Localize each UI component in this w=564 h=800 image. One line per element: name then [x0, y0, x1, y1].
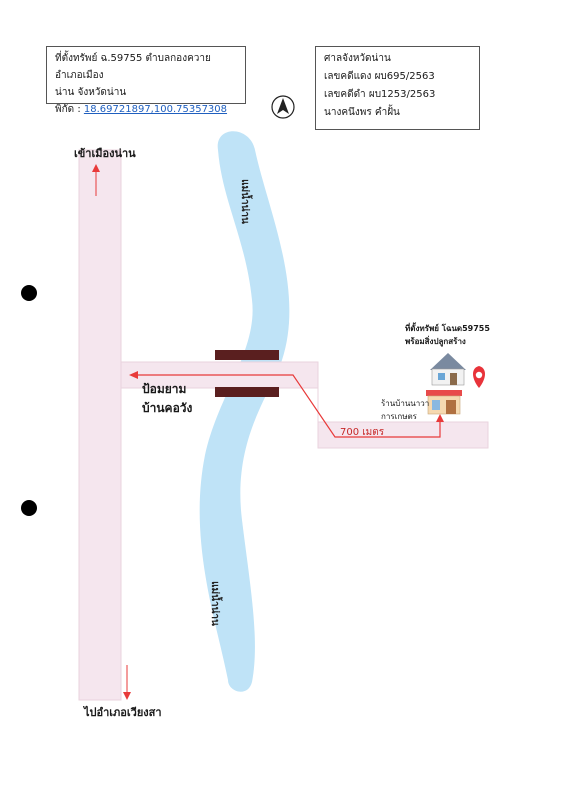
label-property: ที่ตั้งทรัพย์ โฉนด59755	[405, 324, 490, 333]
arrow-up-head	[92, 164, 100, 172]
address-line-2: น่าน จังหวัดน่าน	[55, 87, 127, 98]
coord-link[interactable]: 18.69721897,100.75357308	[83, 104, 228, 115]
house-icon	[430, 353, 466, 386]
bridge-bar-bottom	[215, 387, 279, 397]
main-road	[78, 149, 122, 701]
label-shop-1: ร้านบ้านนาวา	[381, 399, 430, 408]
label-to-wiang-sa: ไปอำเภอเวียงสา	[84, 706, 162, 719]
defendant-name: นางคนึงพร คำฝั้น	[324, 107, 400, 118]
label-distance: 700 เมตร	[340, 427, 385, 438]
property-address-box: ที่ตั้งทรัพย์ ฉ.59755 ตำบลกองควาย อำเภอเ…	[46, 46, 246, 115]
court-name: ศาลจังหวัดน่าน	[324, 53, 391, 64]
label-village: บ้านคอวัง	[142, 401, 193, 415]
label-river-bottom: แม่น้ำน่าน	[208, 581, 220, 626]
court-info-box: ศาลจังหวัดน่าน เลขคดีแดง ผบ695/2563 เลขค…	[315, 46, 480, 130]
shop-icon	[426, 390, 462, 415]
route-start-head	[436, 414, 444, 422]
label-checkpoint: ป้อมยาม	[142, 382, 187, 396]
label-river-top: แม่น้ำน่าน	[238, 179, 250, 224]
compass-needle	[277, 98, 289, 114]
label-shop-2: การเกษตร	[381, 412, 417, 421]
arrow-down-head	[123, 692, 131, 700]
black-case-number: เลขคดีดำ ผบ1253/2563	[324, 89, 436, 100]
binder-hole-bottom	[21, 500, 37, 516]
label-to-city: เข้าเมืองน่าน	[74, 147, 136, 160]
bridge-bar-top	[215, 350, 279, 360]
coord-prefix: พิกัด :	[55, 104, 84, 115]
label-property-building: พร้อมสิ่งปลูกสร้าง	[405, 337, 466, 346]
binder-hole-top	[21, 285, 37, 301]
address-coordinates: พิกัด : 18.69721897,100.75357308	[55, 101, 237, 118]
route-arrow-head	[129, 371, 138, 379]
route-line	[136, 374, 441, 438]
address-line-1: ที่ตั้งทรัพย์ ฉ.59755 ตำบลกองควาย อำเภอเ…	[55, 53, 211, 81]
location-pin-icon	[473, 366, 485, 388]
river-nan	[199, 131, 290, 692]
red-case-number: เลขคดีแดง ผบ695/2563	[324, 71, 435, 82]
